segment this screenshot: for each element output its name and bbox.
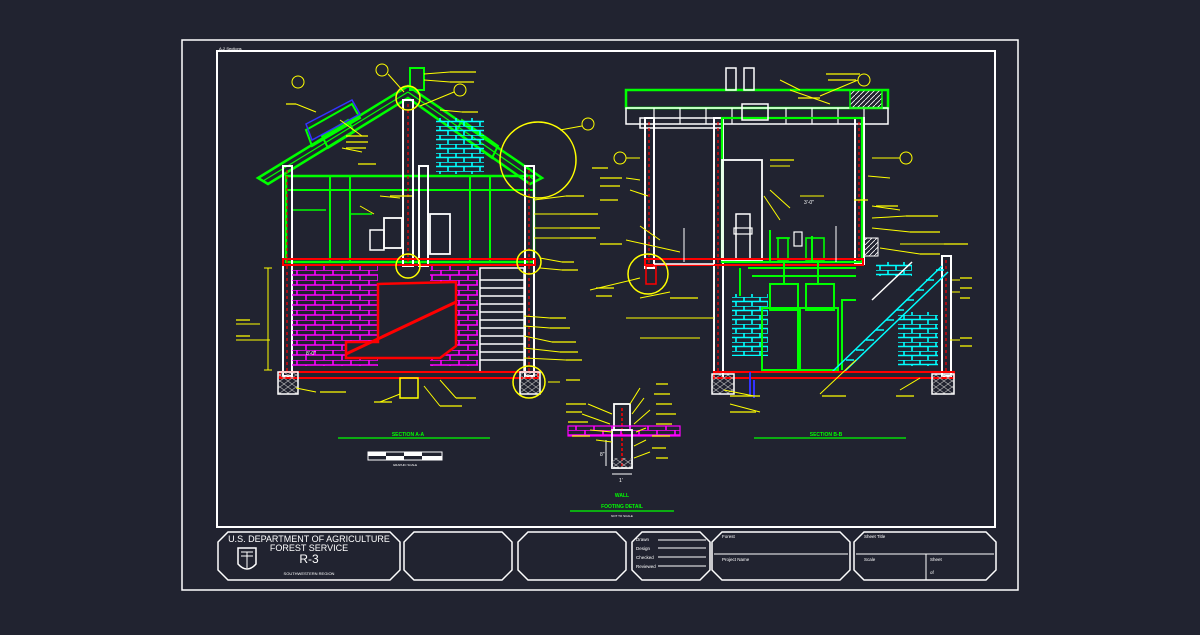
sheet-title-label: Sheet Title [864,534,886,539]
region-code: R-3 [299,552,319,566]
wall-footing-detail: 8" 1' WALL FOOTING DETAIL NOT TO SCALE [566,383,681,518]
reviewed-label: Reviewed [636,564,656,569]
agency-line-2: FOREST SERVICE [270,543,348,553]
skylight [304,102,362,148]
sheet-value: of [930,570,935,575]
title-block-text: U.S. DEPARTMENT OF AGRICULTURE FOREST SE… [228,534,942,576]
drawing-border [216,50,996,528]
sheet-label: Sheet [930,557,943,562]
bb-callouts [589,73,960,413]
sheet-header: A-2 Sections [219,46,242,51]
tb-signature-box [631,531,711,581]
bb-stair [831,265,949,373]
bb-equipment [739,230,856,371]
section-bb-title: SECTION B-B [810,432,843,438]
dimension-bb: 3'-0" [804,200,814,206]
bb-note-text [592,73,972,413]
section-a-a: 8'-0" SECTION A-A [236,63,600,467]
chimney-masonry [436,118,484,174]
design-label: Design [636,546,651,551]
scale-label: Scale [864,557,876,562]
footing-title-2: FOOTING DETAIL [601,504,643,510]
drawn-label: Drawn [636,537,650,542]
dimension-aa: 8'-0" [306,351,316,357]
bb-roof [624,88,890,110]
forest-label: Forest [722,534,736,539]
bb-chase [721,159,763,261]
project-label: Project Name [722,557,750,562]
bb-floor-slab [644,258,864,266]
floor-slab [282,258,536,266]
region-name: SOUTHWESTERN REGION [284,571,335,576]
section-b-b: 3'-0" SECTION B-B [589,67,972,439]
title-block [217,531,997,581]
basement-stair [479,267,525,373]
section-aa-title: SECTION A-A [392,432,425,438]
agency-line-1: U.S. DEPARTMENT OF AGRICULTURE [228,534,390,544]
bb-masonry-right [898,312,938,366]
bb-left-wall [644,117,655,269]
footing-caption: NOT TO SCALE [611,514,633,518]
footing-height-dim: 8" [600,452,605,458]
roof-outline [255,84,545,186]
graphic-scale: GRAPHIC SCALE [367,451,443,467]
outer-border [181,39,1019,591]
aa-callouts [236,63,595,407]
tb-box-3 [517,531,627,581]
tb-box-2 [403,531,513,581]
aa-note-text [236,71,600,407]
scale-bar-label: GRAPHIC SCALE [393,463,417,467]
tb-forest-box [711,531,851,581]
footing-width-dim: 1' [619,478,623,484]
upper-room-frame [284,174,536,264]
tb-agency-box [217,531,401,581]
footing-title-1: WALL [615,493,629,499]
tb-sheet-box [853,531,997,581]
checked-label: Checked [636,555,654,560]
usda-forest-service-shield-icon [237,547,257,570]
